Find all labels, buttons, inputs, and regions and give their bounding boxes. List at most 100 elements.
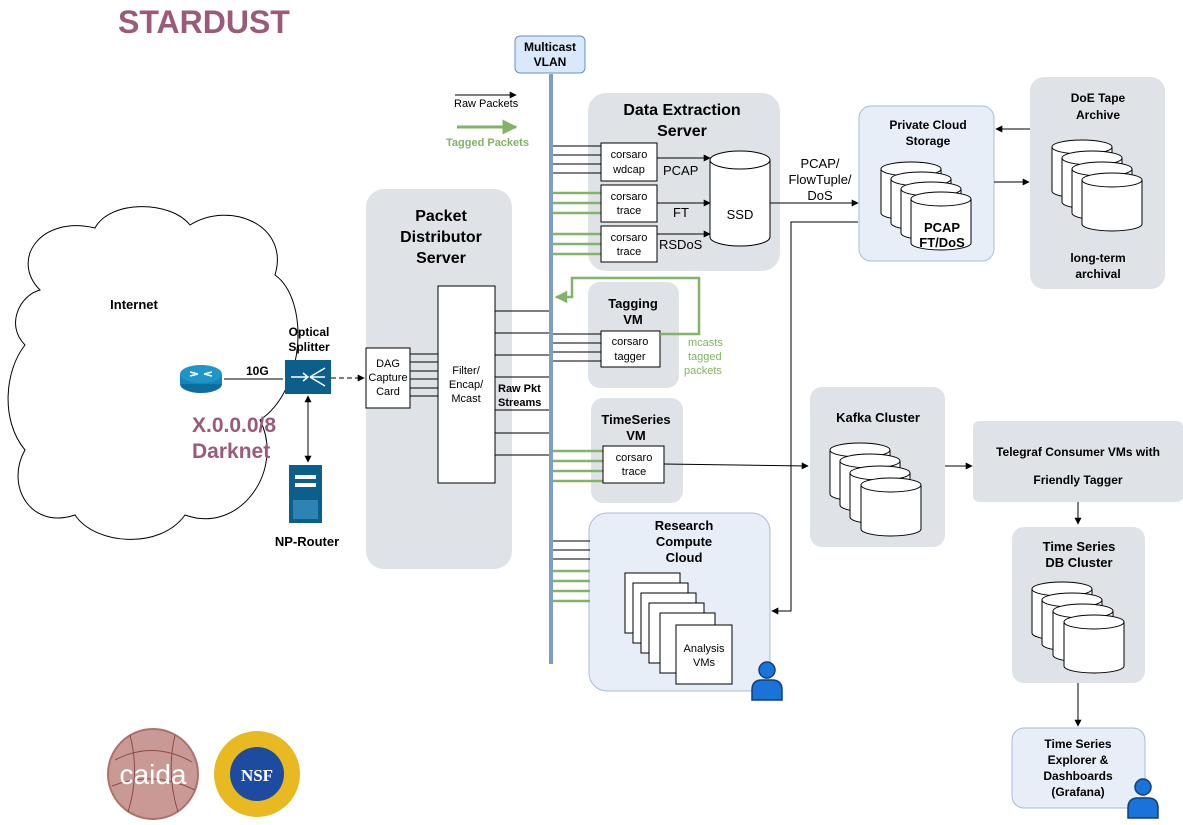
private-cloud-title-2: Storage [906, 134, 951, 148]
packet-distributor-title-3: Server [416, 250, 466, 267]
raw-pkt-streams-label-1: Raw Pkt [498, 383, 541, 395]
tagger-label-2: tagger [614, 351, 646, 363]
optical-splitter-icon [285, 360, 331, 394]
trace-rsdos-label-2: trace [617, 246, 641, 258]
doe-tape-title-1: DoE Tape [1071, 91, 1126, 105]
filter-label-1: Filter/ [452, 365, 480, 377]
filter-to-vlan-lines [495, 310, 550, 456]
research-cloud-title-3: Cloud [666, 550, 703, 565]
tagged-note-1: mcasts [688, 337, 723, 349]
kafka-title: Kafka Cluster [836, 410, 920, 425]
analysis-vms-label-2: VMs [693, 657, 716, 669]
ssd-cylinder [709, 150, 771, 247]
nsf-logo-text: NSF [241, 766, 273, 785]
dag-label-1: DAG [376, 358, 400, 370]
pcap-output-label: PCAP [663, 163, 698, 178]
arrow-private-cloud-research [771, 221, 858, 615]
vlan-to-tagger-lines [553, 333, 601, 362]
vlan-to-trace-rsdos-lines [553, 232, 601, 256]
dag-capture-card [365, 347, 411, 409]
trace-ft-label-1: corsaro [611, 191, 648, 203]
tagging-vm-title-2: VM [623, 312, 643, 327]
vlan-to-research-black-lines [553, 540, 590, 560]
data-extraction-title-1: Data Extraction [623, 102, 740, 119]
packet-distributor-title-2: Distributor [400, 229, 482, 246]
data-extraction-title-2: Server [657, 123, 707, 140]
grafana-title-2: Explorer & [1048, 753, 1109, 767]
optical-splitter-label-2: Splitter [288, 340, 330, 354]
legend-raw-label: Raw Packets [454, 98, 519, 110]
packet-distributor-title-1: Packet [415, 208, 467, 225]
private-cloud-title-1: Private Cloud [889, 118, 966, 132]
page-title: STARDUST [118, 4, 290, 40]
tagged-feedback-arrow [554, 276, 701, 336]
dag-label-3: Card [376, 386, 400, 398]
rsdos-output-label: RSDoS [659, 237, 703, 252]
ft-output-label: FT [673, 205, 689, 220]
ssd-label: SSD [727, 207, 754, 222]
research-cloud-title-2: Compute [656, 534, 712, 549]
filter-label-3: Mcast [451, 393, 480, 405]
vlan-to-trace-ft-lines [553, 191, 601, 215]
dag-to-filter-lines [410, 353, 438, 397]
corsaro-trace-rsdos-module [600, 225, 658, 263]
doe-tape-foot-2: archival [1075, 267, 1120, 281]
ts-trace-label-2: trace [622, 466, 646, 478]
tsdb-title-1: Time Series [1043, 539, 1116, 554]
caida-logo: caida [107, 728, 199, 820]
vlan-to-research-green-lines [553, 569, 590, 603]
timeseries-vm-title-2: VM [626, 428, 646, 443]
pcap-flow-label-1: PCAP/ [800, 156, 839, 171]
multicast-vlan-label-1: Multicast [524, 40, 576, 54]
doe-tape-title-2: Archive [1076, 108, 1120, 122]
corsaro-tagger-module [600, 330, 661, 368]
arrow-timeseries-kafka [663, 462, 809, 470]
corsaro-wdcap-module [600, 142, 658, 182]
tagged-note-2: tagged [688, 351, 722, 363]
analysis-vms-label-1: Analysis [684, 643, 725, 655]
timeseries-vm-title-1: TimeSeries [601, 412, 670, 427]
dag-label-2: Capture [368, 372, 407, 384]
multicast-vlan-label-2: VLAN [534, 55, 567, 69]
doe-tape-foot-1: long-term [1070, 251, 1125, 265]
raw-pkt-streams-label-2: Streams [498, 397, 541, 409]
tagged-note-3: packets [684, 365, 722, 377]
server-icon [289, 465, 322, 523]
internet-cloud [7, 206, 299, 540]
private-cloud-db-label-1: PCAP [924, 220, 960, 235]
vlan-to-timeseries-lines [553, 449, 603, 483]
grafana-title-3: Dashboards [1043, 769, 1113, 783]
private-cloud-db-label-2: FT/DoS [919, 235, 965, 250]
trace-rsdos-label-1: corsaro [611, 232, 648, 244]
caida-logo-text: caida [120, 759, 187, 790]
link-10g-label: 10G [246, 364, 269, 378]
grafana-title-4: (Grafana) [1051, 785, 1104, 799]
nsf-logo: NSF [214, 731, 300, 817]
trace-ft-label-2: trace [617, 205, 641, 217]
grafana-explorer-dashboards [1011, 727, 1146, 809]
grafana-user-icon [1127, 778, 1159, 819]
corsaro-trace-ft-module [600, 184, 658, 223]
vlan-to-wdcap-lines [553, 145, 601, 174]
telegraf-title-2: Friendly Tagger [1033, 473, 1122, 487]
pcap-flow-label-3: DoS [807, 188, 833, 203]
research-user-icon [751, 661, 783, 701]
filter-label-2: Encap/ [449, 379, 484, 391]
legend-tagged-label: Tagged Packets [446, 137, 529, 149]
research-cloud-title-1: Research [655, 518, 714, 533]
telegraf-consumer-vms [973, 421, 1183, 502]
wdcap-label-2: wdcap [612, 164, 645, 176]
np-router-label: NP-Router [275, 534, 339, 549]
tagger-label-1: corsaro [612, 336, 649, 348]
analysis-vm-stack [624, 572, 733, 685]
multicast-vlan-box [514, 35, 586, 74]
grafana-title-1: Time Series [1044, 737, 1111, 751]
tagging-vm-title-1: Tagging [608, 296, 658, 311]
darknet-label: Darknet [192, 440, 270, 463]
darknet-prefix: X.0.0.0/8 [192, 414, 276, 437]
wdcap-label-1: corsaro [611, 149, 648, 161]
filter-encap-mcast-box [437, 285, 496, 484]
telegraf-title-1: Telegraf Consumer VMs with [996, 445, 1160, 459]
ts-trace-label-1: corsaro [616, 452, 653, 464]
